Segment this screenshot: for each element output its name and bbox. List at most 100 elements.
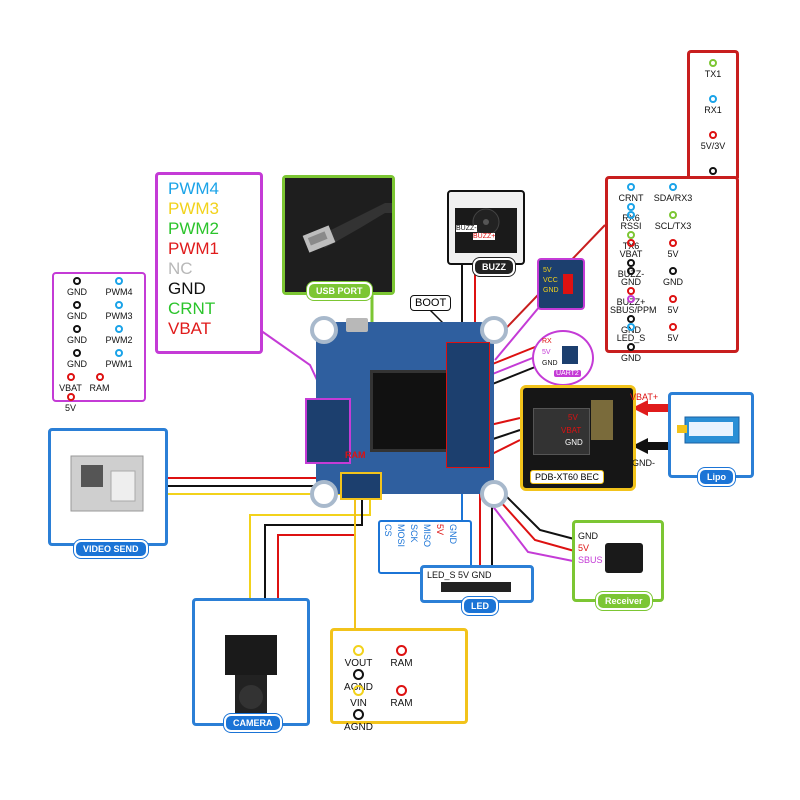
pin-label: GND [621,277,641,287]
pin-label: RAM [390,698,413,709]
cam-wire-red [277,495,356,600]
pwm-pin: PWM3 [98,301,140,321]
legend-item: VBAT [168,319,212,338]
pin-label: SCL/TX3 [654,221,692,231]
mount-hole-tl [310,316,338,344]
pin-dot-icon [627,323,635,331]
uart-pin: SCL/TX3 [652,211,694,231]
pdb-gnd-label: GND [565,438,583,447]
receiver-module [605,543,643,573]
pin-dot-icon [627,239,635,247]
pin-dot-icon [669,267,677,275]
camera-tag: CAMERA [224,714,282,732]
legend-pointer [259,329,319,383]
pin-label: 5V [64,403,76,413]
pin-dot-icon [353,685,364,696]
uart-pin: VBAT [610,239,652,259]
uart-pin: SDA/RX3 [652,183,694,203]
pin-dot-icon [73,277,81,285]
pin-dot-icon [669,183,677,191]
pin-dot-icon [627,203,635,211]
led-tag: LED [462,597,498,615]
pwm-pin: RAM [85,373,114,393]
pin-dot-icon [627,267,635,275]
pin-label: PWM3 [105,311,133,321]
video-pin: RAM [380,645,423,669]
pin-label: VBAT [619,249,643,259]
legend-item: PWM2 [168,219,219,238]
uart-pin: 5V/3V [690,131,736,151]
video-send-tag: VIDEO SEND [74,540,148,558]
buzz-tag: BUZZ [473,258,515,276]
pin-dot-icon [66,373,75,381]
pin-dot-icon [627,315,635,323]
bec-pointer [494,299,546,361]
legend-item: PWM3 [168,199,219,218]
uart2-5v-label: 5V [542,349,551,356]
spi-pin-label: CS [383,524,393,537]
spi-pin-label: MOSI [396,524,406,548]
video-transmitter-icon [70,455,144,512]
pin-dot-icon [669,295,677,303]
pin-dot-icon [669,239,677,247]
pwm-header-pads [305,398,351,464]
usb-cable-icon [285,178,392,292]
pin-dot-icon [627,295,635,303]
pin-dot-icon [627,183,635,191]
video-pin: VOUT [337,645,380,669]
pin-dot-icon [66,393,75,401]
uart-top-row: RX1 [690,89,736,125]
mcu-chip [370,370,452,452]
uart-pin: GND [610,267,652,287]
camera-box [192,598,310,726]
pin-dot-icon [353,709,364,720]
pdb-pad [591,400,613,440]
pin-label: GND [621,353,641,363]
boot-label: BOOT [410,295,452,311]
uart-pin: GND [652,267,694,287]
buzz-minus-label: BUZZ- [456,225,477,232]
osd-wire-2 [489,354,541,376]
uart-pin: TX1 [690,59,736,79]
pwm-pin: GND [56,325,98,345]
pwm-pin: 5V [56,393,85,413]
receiver-box: GND 5V SBUS [572,520,664,602]
pin-dot-icon [627,259,635,267]
legend-item: NC [168,259,193,278]
pwm-pin: PWM2 [98,325,140,345]
uart2-tag: UART2 [554,370,581,377]
uart-pin: 5V [652,323,694,343]
video-pin: RAM [380,685,423,709]
pin-label: AGND [344,722,373,733]
pdb-label: PDB-XT60 BEC [530,470,605,484]
video-header [340,472,382,500]
bec-jumper [563,274,573,294]
led-strip [441,582,511,592]
pin-dot-icon [709,59,717,67]
lipo-tag: Lipo [698,468,735,486]
bec-pin-label: 5V [543,267,552,274]
mount-hole-br [480,480,508,508]
gnd-minus-label: GND- [632,458,655,468]
legend-item: GND [168,279,206,298]
pdb-wire-1 [489,417,521,426]
pin-label: GND [67,311,87,321]
pin-dot-icon [627,231,635,239]
pin-label: VIN [350,698,367,709]
pin-label: RAM [390,658,413,669]
pin-label: 5V [667,249,679,259]
video-pin: VIN [337,685,380,709]
pin-label: PWM4 [105,287,133,297]
uart-pin: RSSI [610,211,652,231]
right-pad-array [446,342,490,468]
pin-dot-icon [95,373,104,381]
